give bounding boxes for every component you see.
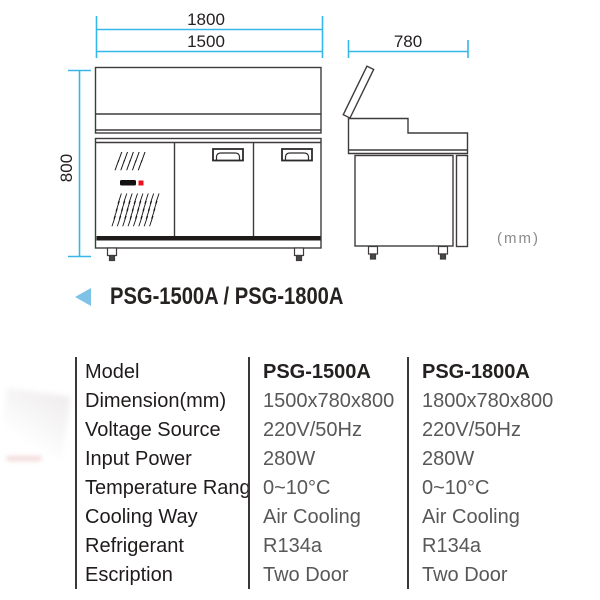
spec-label: Temperature Rang <box>85 476 248 499</box>
spec-value-psg1500a: 0~10°C <box>248 473 407 502</box>
dim-label-800: 800 <box>57 154 76 182</box>
scan-artifact <box>6 456 42 461</box>
spec-value-psg1500a: Air Cooling <box>248 502 407 531</box>
vent-row: //////// <box>115 198 158 213</box>
table-row-input-power: Input Power 280W 280W <box>77 444 580 473</box>
spec-value-psg1500a: 1500x780x800 <box>248 386 407 415</box>
table-row-cooling: Cooling Way Air Cooling Air Cooling <box>77 502 580 531</box>
foot <box>437 245 449 260</box>
page-title: PSG-1500A / PSG-1800A <box>110 283 344 310</box>
spec-value-psg1500a: Two Door <box>248 560 407 589</box>
foot <box>106 247 118 262</box>
side-topper-outline <box>347 117 469 155</box>
spec-value-psg1500a: R134a <box>248 531 407 560</box>
spec-value-psg1800a: 1800x780x800 <box>407 386 580 415</box>
vent-grille-upper: ///// ///// <box>114 149 146 172</box>
spec-value-psg1800a: PSG-1800A <box>407 357 580 386</box>
vent-row: //////// <box>111 213 154 228</box>
dim-label-1500: 1500 <box>187 32 225 51</box>
spec-label: Input Power <box>85 447 192 470</box>
spec-table: Model PSG-1500A PSG-1800A Dimension(mm) … <box>75 357 580 589</box>
dimension-lines <box>68 16 469 258</box>
front-cabinet-outline <box>94 137 322 249</box>
door-handle <box>212 148 244 162</box>
vent-row: ///// <box>114 157 143 172</box>
table-row-description: Escription Two Door Two Door <box>77 560 580 589</box>
scan-artifact <box>0 388 71 494</box>
vent-grille-lower: //////// //////// //////// //////// <box>111 191 160 229</box>
spec-label: Escription <box>85 563 173 586</box>
foot <box>367 245 379 260</box>
door-handle <box>281 148 313 162</box>
side-view <box>342 65 469 248</box>
technical-drawing: ///// ///// //////// //////// //////// /… <box>57 10 540 262</box>
vent-row: //////// <box>113 206 156 221</box>
spec-value-psg1500a: PSG-1500A <box>248 357 407 386</box>
spec-value-psg1800a: R134a <box>407 531 580 560</box>
dim-label-1800: 1800 <box>187 10 225 29</box>
table-row-refrigerant: Refrigerant R134a R134a <box>77 531 580 560</box>
table-row-voltage: Voltage Source 220V/50Hz 220V/50Hz <box>77 415 580 444</box>
open-lid <box>342 65 375 119</box>
foot <box>293 247 305 262</box>
spec-label: Voltage Source <box>85 418 221 441</box>
side-back-panel <box>455 154 469 248</box>
side-cabinet-outline <box>354 154 454 247</box>
front-view <box>94 66 322 249</box>
spec-value-psg1800a: Two Door <box>407 560 580 589</box>
spec-label: Cooling Way <box>85 505 198 528</box>
spec-value-psg1800a: 280W <box>407 444 580 473</box>
table-row-temperature: Temperature Rang 0~10°C 0~10°C <box>77 473 580 502</box>
vent-row: //////// <box>117 191 160 206</box>
unit-label: (mm) <box>497 230 540 247</box>
spec-value-psg1500a: 280W <box>248 444 407 473</box>
control-panel-display <box>120 180 136 186</box>
dim-label-780: 780 <box>394 32 422 51</box>
spec-label: Model <box>85 360 140 383</box>
front-topper-outline <box>94 66 322 134</box>
spec-value-psg1800a: Air Cooling <box>407 502 580 531</box>
model-title-row: PSG-1500A / PSG-1800A <box>75 283 388 310</box>
table-row-model: Model PSG-1500A PSG-1800A <box>77 357 580 386</box>
left-triangle-icon <box>75 288 91 306</box>
spec-label: Dimension(mm) <box>85 389 227 412</box>
spec-label: Refrigerant <box>85 534 184 557</box>
spec-value-psg1800a: 220V/50Hz <box>407 415 580 444</box>
table-row-dimension: Dimension(mm) 1500x780x800 1800x780x800 <box>77 386 580 415</box>
spec-value-psg1800a: 0~10°C <box>407 473 580 502</box>
vent-row: ///// <box>117 149 146 164</box>
power-indicator-icon <box>138 180 144 186</box>
plinth-band <box>96 236 321 241</box>
spec-value-psg1500a: 220V/50Hz <box>248 415 407 444</box>
